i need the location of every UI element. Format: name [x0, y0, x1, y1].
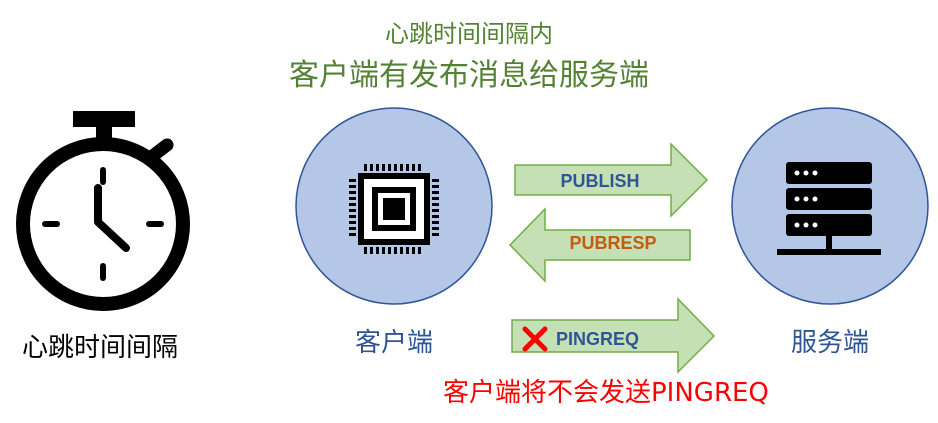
title-line2: 客户端有发布消息给服务端	[289, 58, 649, 93]
stopwatch-label: 心跳时间间隔	[21, 333, 178, 363]
publish-label: PUBLISH	[560, 171, 640, 191]
no-pingreq-note: 客户端将不会发送PINGREQ	[443, 378, 769, 408]
server-node	[731, 107, 929, 305]
pubresp-arrow	[508, 207, 691, 283]
chip-icon	[349, 164, 439, 254]
pingreq-label: PINGREQ	[556, 329, 640, 349]
stopwatch-icon	[16, 111, 190, 311]
title-line1: 心跳时间间隔内	[385, 20, 553, 48]
pubresp-label: PUBRESP	[569, 233, 657, 253]
server-icon	[777, 162, 881, 255]
cross-icon	[522, 326, 548, 352]
server-label: 服务端	[790, 328, 869, 358]
client-node	[295, 107, 493, 305]
pingreq-arrow	[511, 297, 716, 374]
client-label: 客户端	[354, 328, 433, 358]
publish-arrow	[514, 142, 709, 218]
